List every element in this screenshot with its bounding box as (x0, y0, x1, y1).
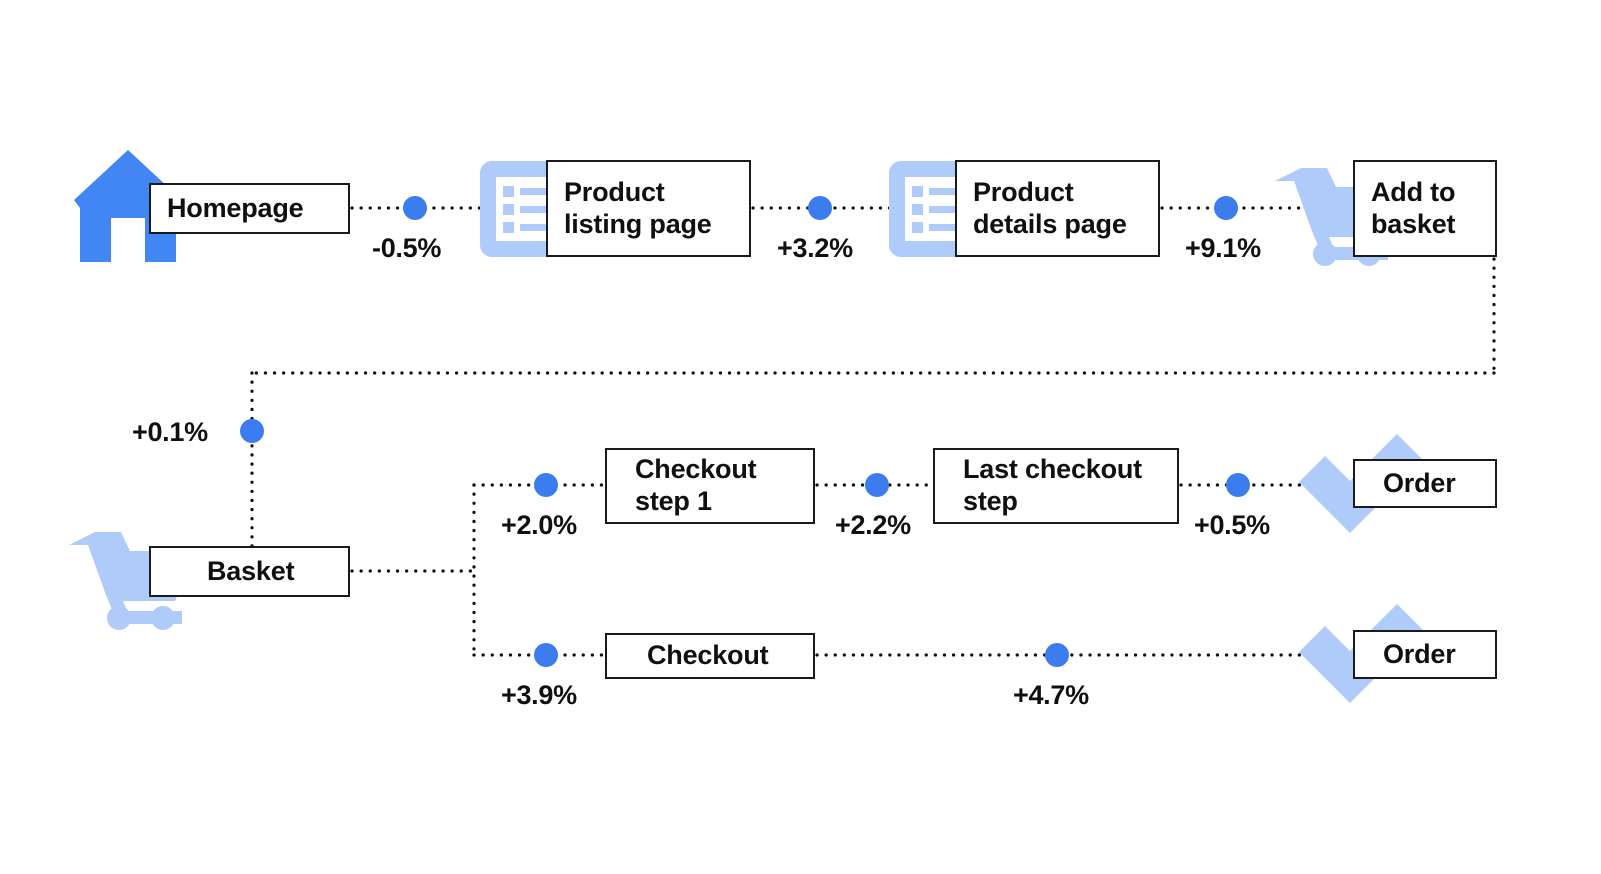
node-checkout-step-1[interactable]: Checkout step 1 (605, 448, 815, 524)
metric-dot[interactable] (240, 419, 264, 443)
metric-label-m2: +3.2% (777, 233, 853, 263)
metric-dot[interactable] (808, 196, 832, 220)
metric-dot[interactable] (1226, 473, 1250, 497)
metric-dot[interactable] (403, 196, 427, 220)
metric-dot[interactable] (1045, 643, 1069, 667)
metric-label-m4: +0.1% (132, 417, 208, 447)
node-basket[interactable]: Basket (149, 546, 350, 597)
node-last-checkout-step[interactable]: Last checkout step (933, 448, 1179, 524)
node-order-bottom[interactable]: Order (1353, 630, 1497, 679)
node-homepage[interactable]: Homepage (149, 183, 350, 234)
metric-label-m5: +2.0% (501, 510, 577, 540)
metric-label-m6: +2.2% (835, 510, 911, 540)
metric-label-m1: -0.5% (372, 233, 442, 263)
node-product-listing-page[interactable]: Product listing page (546, 160, 751, 257)
node-checkout[interactable]: Checkout (605, 633, 815, 679)
metric-label-m8: +3.9% (501, 680, 577, 710)
node-product-details-page[interactable]: Product details page (955, 160, 1160, 257)
metric-label-m7: +0.5% (1194, 510, 1270, 540)
node-add-to-basket[interactable]: Add to basket (1353, 160, 1497, 257)
metric-label-m3: +9.1% (1185, 233, 1261, 263)
metric-label-m9: +4.7% (1013, 680, 1089, 710)
metric-dot[interactable] (1214, 196, 1238, 220)
metric-dot[interactable] (534, 473, 558, 497)
node-order-top[interactable]: Order (1353, 459, 1497, 508)
metric-dot[interactable] (534, 643, 558, 667)
metric-dot[interactable] (865, 473, 889, 497)
